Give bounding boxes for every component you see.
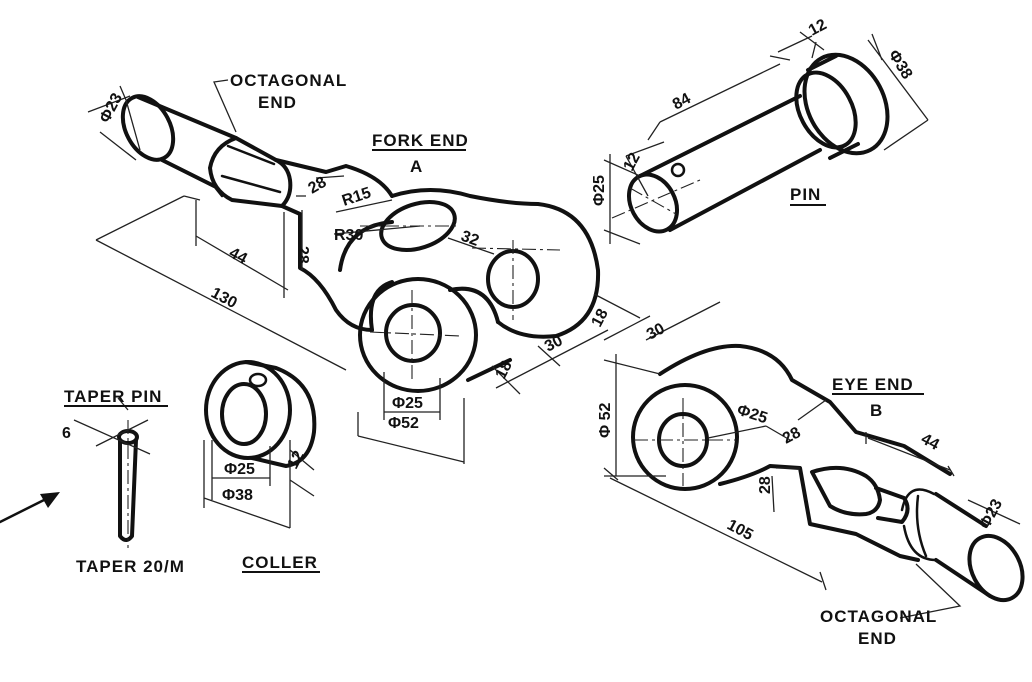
dim-collar-12: 12 xyxy=(285,448,308,472)
collar-part xyxy=(203,360,317,529)
fork-front-hole xyxy=(384,303,442,363)
dim-pin-84: 84 xyxy=(670,90,694,113)
label-eye-end: EYE END xyxy=(832,375,914,394)
label-octagonal-end-bottom-2: END xyxy=(858,629,897,648)
fork-back-eye xyxy=(390,188,601,339)
view-arrow xyxy=(0,492,60,524)
dim-fork-dia-25: Φ25 xyxy=(392,395,423,412)
dim-fork-r30: R30 xyxy=(334,227,363,244)
dim-pin-12-head: 12 xyxy=(621,150,644,174)
dim-pin-dia-38: Φ38 xyxy=(885,47,916,82)
dim-eye-28-top: 28 xyxy=(780,424,804,447)
dim-fork-28-top: 28 xyxy=(306,174,330,198)
dim-fork-44: 44 xyxy=(226,245,250,268)
dim-eye-dia-25: Φ25 xyxy=(735,402,770,428)
dim-collar-dia-25: Φ25 xyxy=(224,461,255,478)
eye-end-rod-face xyxy=(967,533,1025,603)
label-collar: COLLER xyxy=(242,553,318,572)
dim-eye-28-side: 28 xyxy=(757,476,774,494)
dim-fork-18a: 18 xyxy=(493,358,516,382)
label-eye-end-letter: B xyxy=(870,401,883,420)
fork-dimension-lines xyxy=(87,85,641,464)
dim-eye-dia-52: Φ 52 xyxy=(597,403,614,438)
dim-fork-28-side: 28 xyxy=(294,246,311,264)
dim-pin-dia-25: Φ25 xyxy=(591,175,608,206)
dim-eye-30: 30 xyxy=(644,320,668,343)
eye-end-boss xyxy=(631,383,739,491)
dim-collar-dia-38: Φ38 xyxy=(222,487,253,504)
eye-end-octagonal-facets xyxy=(810,465,910,524)
eye-end-part xyxy=(603,301,1025,619)
label-taper-pin: TAPER PIN xyxy=(64,387,162,406)
dim-fork-dia-52: Φ52 xyxy=(388,415,419,432)
dim-fork-130: 130 xyxy=(208,285,240,313)
dim-pin-12-top: 12 xyxy=(806,16,830,39)
fork-neck xyxy=(274,158,394,332)
taper-pin-body xyxy=(118,438,138,542)
collar-inner xyxy=(220,382,268,446)
label-octagonal-end-top-2: END xyxy=(258,93,297,112)
eye-end-body xyxy=(658,343,952,562)
fork-front-eye-outer xyxy=(358,277,478,393)
dim-fork-32: 32 xyxy=(459,228,482,250)
fork-rod-body xyxy=(136,95,238,188)
dim-eye-105: 105 xyxy=(724,517,756,545)
pin-head-outer xyxy=(802,52,890,156)
taper-pin-part xyxy=(73,397,151,548)
part-labels: OCTAGONAL END FORK END A PIN EYE END B T… xyxy=(64,71,937,648)
dim-fork-r15: R15 xyxy=(340,185,373,210)
label-fork-end: FORK END xyxy=(372,131,469,150)
pin-cross-hole xyxy=(670,162,686,178)
label-fork-end-letter: A xyxy=(410,157,423,176)
pin-body xyxy=(638,94,822,232)
label-octagonal-end-bottom-1: OCTAGONAL xyxy=(820,607,937,626)
fork-rod-end-face xyxy=(120,94,176,162)
eye-end-octagonal-rings xyxy=(900,488,938,562)
dim-taper-6: 6 xyxy=(62,425,71,442)
label-taper: TAPER 20/M xyxy=(76,557,185,576)
pin-part xyxy=(603,31,929,245)
dim-eye-44: 44 xyxy=(918,431,942,454)
label-octagonal-end-top-1: OCTAGONAL xyxy=(230,71,347,90)
dim-fork-30: 30 xyxy=(542,332,566,355)
fork-end-part xyxy=(120,94,601,393)
dim-eye-dia-23: Φ23 xyxy=(977,496,1007,531)
label-pin: PIN xyxy=(790,185,821,204)
dim-fork-18b: 18 xyxy=(589,306,612,330)
